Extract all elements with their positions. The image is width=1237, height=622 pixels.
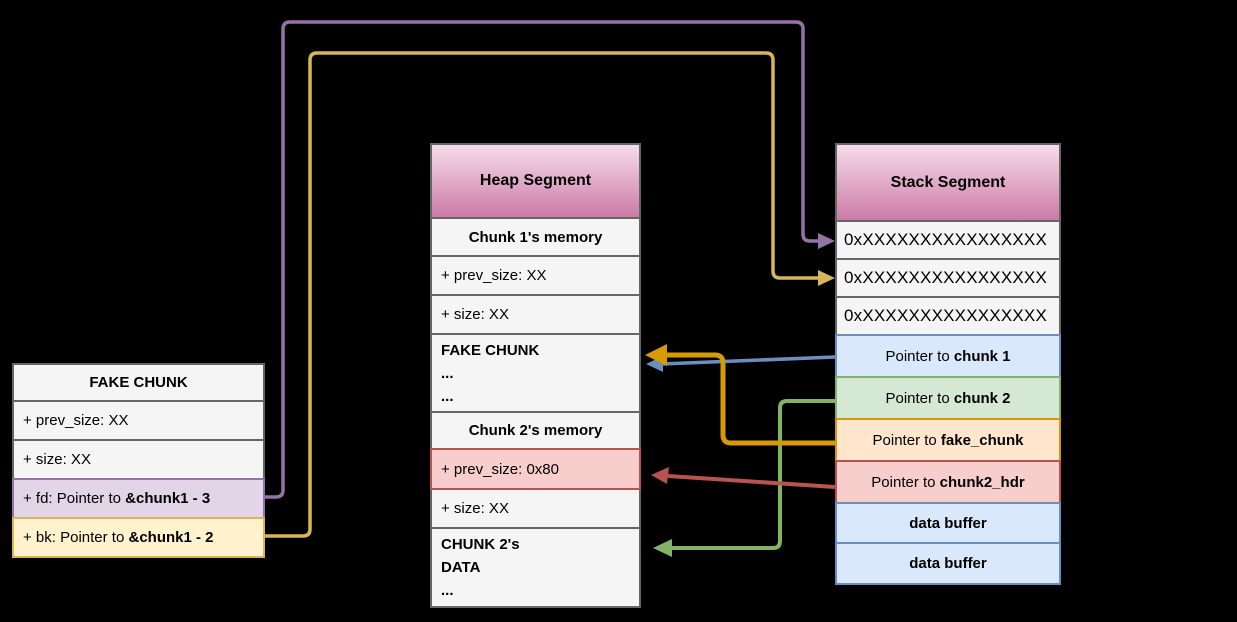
stack-hex-row-2: 0xXXXXXXXXXXXXXXXX: [835, 258, 1061, 298]
heap-chunk2-prev-size-label: + prev_size: 0x80: [441, 460, 559, 478]
stack-ptr-fake-chunk-row: Pointer to fake_chunk: [835, 418, 1061, 462]
stack-data-buffer-row-1: data buffer: [835, 502, 1061, 544]
stack-hex-row-1: 0xXXXXXXXXXXXXXXXX: [835, 220, 1061, 260]
stack-ptr-chunk2-label: Pointer to chunk 2: [885, 389, 1011, 407]
heap-fake-chunk-line3: ...: [441, 387, 454, 405]
stack-data-buffer-row-2: data buffer: [835, 542, 1061, 585]
stack-ptr-chunk2-hdr-row: Pointer to chunk2_hdr: [835, 460, 1061, 504]
heap-segment-header: Heap Segment: [430, 143, 641, 219]
heap-chunk2-prev-size-row: + prev_size: 0x80: [430, 448, 641, 490]
heap-fake-chunk-row: FAKE CHUNK ... ...: [430, 333, 641, 413]
stack-ptr-fake-chunk-label: Pointer to fake_chunk: [872, 431, 1024, 449]
heap-chunk2-size-label: + size: XX: [441, 500, 509, 517]
stack-hex-value-2: 0xXXXXXXXXXXXXXXXX: [844, 268, 1047, 287]
fake-chunk-title-label: FAKE CHUNK: [89, 374, 188, 391]
heap-segment-title: Heap Segment: [479, 172, 592, 189]
arrow-ptr-fake-chunk-to-heap-fake-chunk: [645, 344, 835, 446]
fake-chunk-size-label: + size: XX: [23, 451, 91, 468]
fake-chunk-prev-size-row: + prev_size: XX: [12, 400, 265, 441]
fake-chunk-size-row: + size: XX: [12, 439, 265, 480]
stack-data-buffer-label-2: data buffer: [909, 555, 987, 572]
heap-segment-table: Heap Segment Chunk 1's memory + prev_siz…: [430, 143, 641, 608]
stack-hex-value-1: 0xXXXXXXXXXXXXXXXX: [844, 230, 1047, 249]
stack-segment-table: Stack Segment 0xXXXXXXXXXXXXXXXX 0xXXXXX…: [835, 143, 1061, 585]
fake-chunk-bk-label: + bk: Pointer to &chunk1 - 2: [23, 529, 214, 546]
heap-chunk1-memory-row: Chunk 1's memory: [430, 217, 641, 257]
arrow-ptr-chunk2-hdr-to-prev-size: [651, 467, 836, 489]
stack-ptr-chunk1-label: Pointer to chunk 1: [885, 347, 1011, 365]
fake-chunk-fd-row: + fd: Pointer to &chunk1 - 3: [12, 478, 265, 519]
fake-chunk-title: FAKE CHUNK: [12, 363, 265, 402]
fake-chunk-fd-label: + fd: Pointer to &chunk1 - 3: [23, 490, 211, 507]
heap-chunk2-memory-row: Chunk 2's memory: [430, 411, 641, 450]
stack-ptr-chunk1-row: Pointer to chunk 1: [835, 334, 1061, 378]
stack-segment-header: Stack Segment: [835, 143, 1061, 222]
heap-chunk1-prev-size-row: + prev_size: XX: [430, 255, 641, 296]
heap-chunk2-data-row: CHUNK 2's DATA ...: [430, 527, 641, 608]
heap-chunk1-prev-size-label: + prev_size: XX: [441, 267, 547, 284]
fake-chunk-table: FAKE CHUNK + prev_size: XX + size: XX + …: [12, 363, 265, 558]
stack-ptr-chunk2-row: Pointer to chunk 2: [835, 376, 1061, 420]
heap-fake-chunk-line1: FAKE CHUNK: [441, 341, 540, 359]
stack-hex-value-3: 0xXXXXXXXXXXXXXXXX: [844, 306, 1047, 325]
heap-chunk1-memory-label: Chunk 1's memory: [468, 228, 603, 246]
heap-chunk1-size-label: + size: XX: [441, 306, 509, 323]
arrow-ptr-chunk2-to-chunk2-data: [653, 399, 835, 557]
heap-chunk2-data-line2: DATA: [441, 559, 481, 576]
fake-chunk-prev-size-label: + prev_size: XX: [23, 412, 129, 429]
stack-data-buffer-label-1: data buffer: [909, 514, 987, 532]
arrow-ptr-chunk1-to-heap-fake-chunk: [646, 355, 836, 372]
stack-ptr-chunk2-hdr-label: Pointer to chunk2_hdr: [871, 473, 1025, 491]
heap-chunk1-size-row: + size: XX: [430, 294, 641, 335]
heap-chunk2-data-line3: ...: [441, 582, 454, 599]
fake-chunk-bk-row: + bk: Pointer to &chunk1 - 2: [12, 517, 265, 558]
heap-chunk2-data-line1: CHUNK 2's: [441, 536, 520, 553]
heap-fake-chunk-line2: ...: [441, 364, 454, 382]
stack-hex-row-3: 0xXXXXXXXXXXXXXXXX: [835, 296, 1061, 336]
heap-chunk2-size-row: + size: XX: [430, 488, 641, 529]
heap-chunk2-memory-label: Chunk 2's memory: [468, 422, 603, 439]
stack-segment-title: Stack Segment: [890, 173, 1006, 191]
